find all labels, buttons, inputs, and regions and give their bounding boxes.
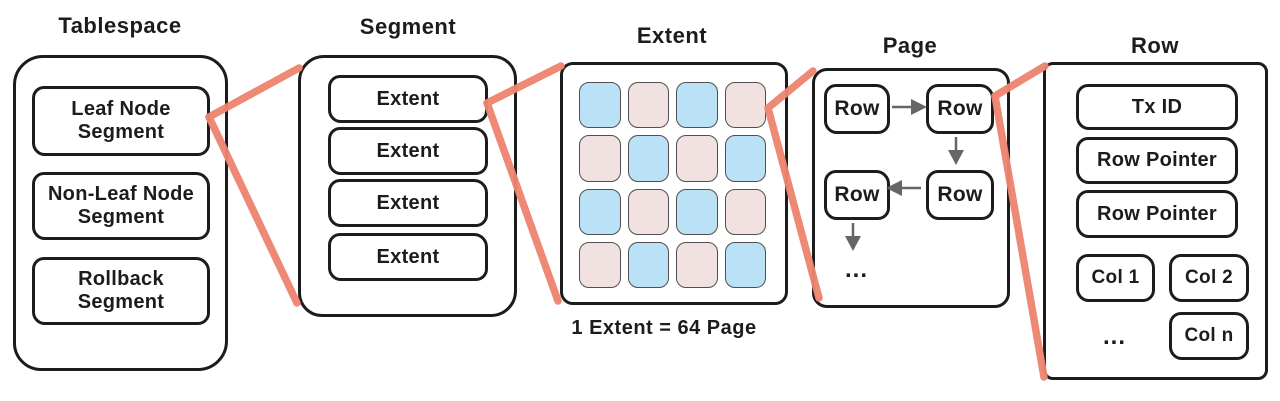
extent-item-2: Extent	[328, 127, 488, 175]
extent-item-4: Extent	[328, 233, 488, 281]
page-cell	[676, 135, 718, 182]
page-more-rows-ellipsis: ...	[845, 256, 869, 283]
tablespace-box: Leaf Node Segment Non-Leaf Node Segment …	[13, 55, 228, 371]
leaf-node-segment-line2: Segment	[77, 121, 165, 143]
non-leaf-node-segment-line2: Segment	[77, 206, 165, 228]
page-row-box-2: Row	[926, 84, 994, 134]
page-cell	[579, 241, 621, 288]
extent-item-1: Extent	[328, 75, 488, 123]
page-cell	[724, 241, 766, 288]
extent-item-3: Extent	[328, 179, 488, 227]
non-leaf-node-segment-line1: Non-Leaf Node	[47, 183, 195, 205]
leaf-node-segment-box: Leaf Node Segment	[32, 86, 210, 156]
page-cell	[724, 82, 766, 129]
non-leaf-node-segment-box: Non-Leaf Node Segment	[32, 172, 210, 240]
row-more-cols-ellipsis: ...	[1103, 323, 1127, 350]
extent-title: Extent	[636, 23, 708, 48]
row-pointer-box-2: Row Pointer	[1076, 190, 1238, 238]
page-box: Row Row Row Row ...	[812, 68, 1010, 308]
page-cell	[724, 188, 766, 235]
rollback-segment-line1: Rollback	[78, 268, 164, 290]
row-box: Tx ID Row Pointer Row Pointer Col 1 Col …	[1043, 62, 1268, 380]
rollback-segment-line2: Segment	[77, 291, 165, 313]
page-row-box-1: Row	[824, 84, 890, 134]
tx-id-box: Tx ID	[1076, 84, 1238, 130]
col-2-box: Col 2	[1169, 254, 1249, 302]
page-cell	[579, 82, 621, 129]
row-pointer-box-1: Row Pointer	[1076, 137, 1238, 184]
page-row-box-4: Row	[926, 170, 994, 220]
page-cell	[676, 241, 718, 288]
page-cell	[627, 135, 669, 182]
page-cell	[579, 135, 621, 182]
page-cell	[676, 82, 718, 129]
segment-box: Extent Extent Extent Extent	[298, 55, 517, 317]
page-title: Page	[882, 33, 938, 58]
page-row-box-3: Row	[824, 170, 890, 220]
page-cell	[627, 82, 669, 129]
page-cell	[627, 241, 669, 288]
col-1-box: Col 1	[1076, 254, 1155, 302]
col-n-box: Col n	[1169, 312, 1249, 360]
extent-caption: 1 Extent = 64 Page	[571, 317, 757, 339]
row-title: Row	[1131, 33, 1179, 58]
page-cell	[627, 188, 669, 235]
page-cell	[676, 188, 718, 235]
segment-title: Segment	[359, 14, 457, 39]
page-cell	[579, 188, 621, 235]
leaf-node-segment-line1: Leaf Node	[71, 98, 171, 120]
extent-box	[560, 62, 788, 305]
page-cell	[724, 135, 766, 182]
tablespace-title: Tablespace	[58, 13, 182, 38]
rollback-segment-box: Rollback Segment	[32, 257, 210, 325]
